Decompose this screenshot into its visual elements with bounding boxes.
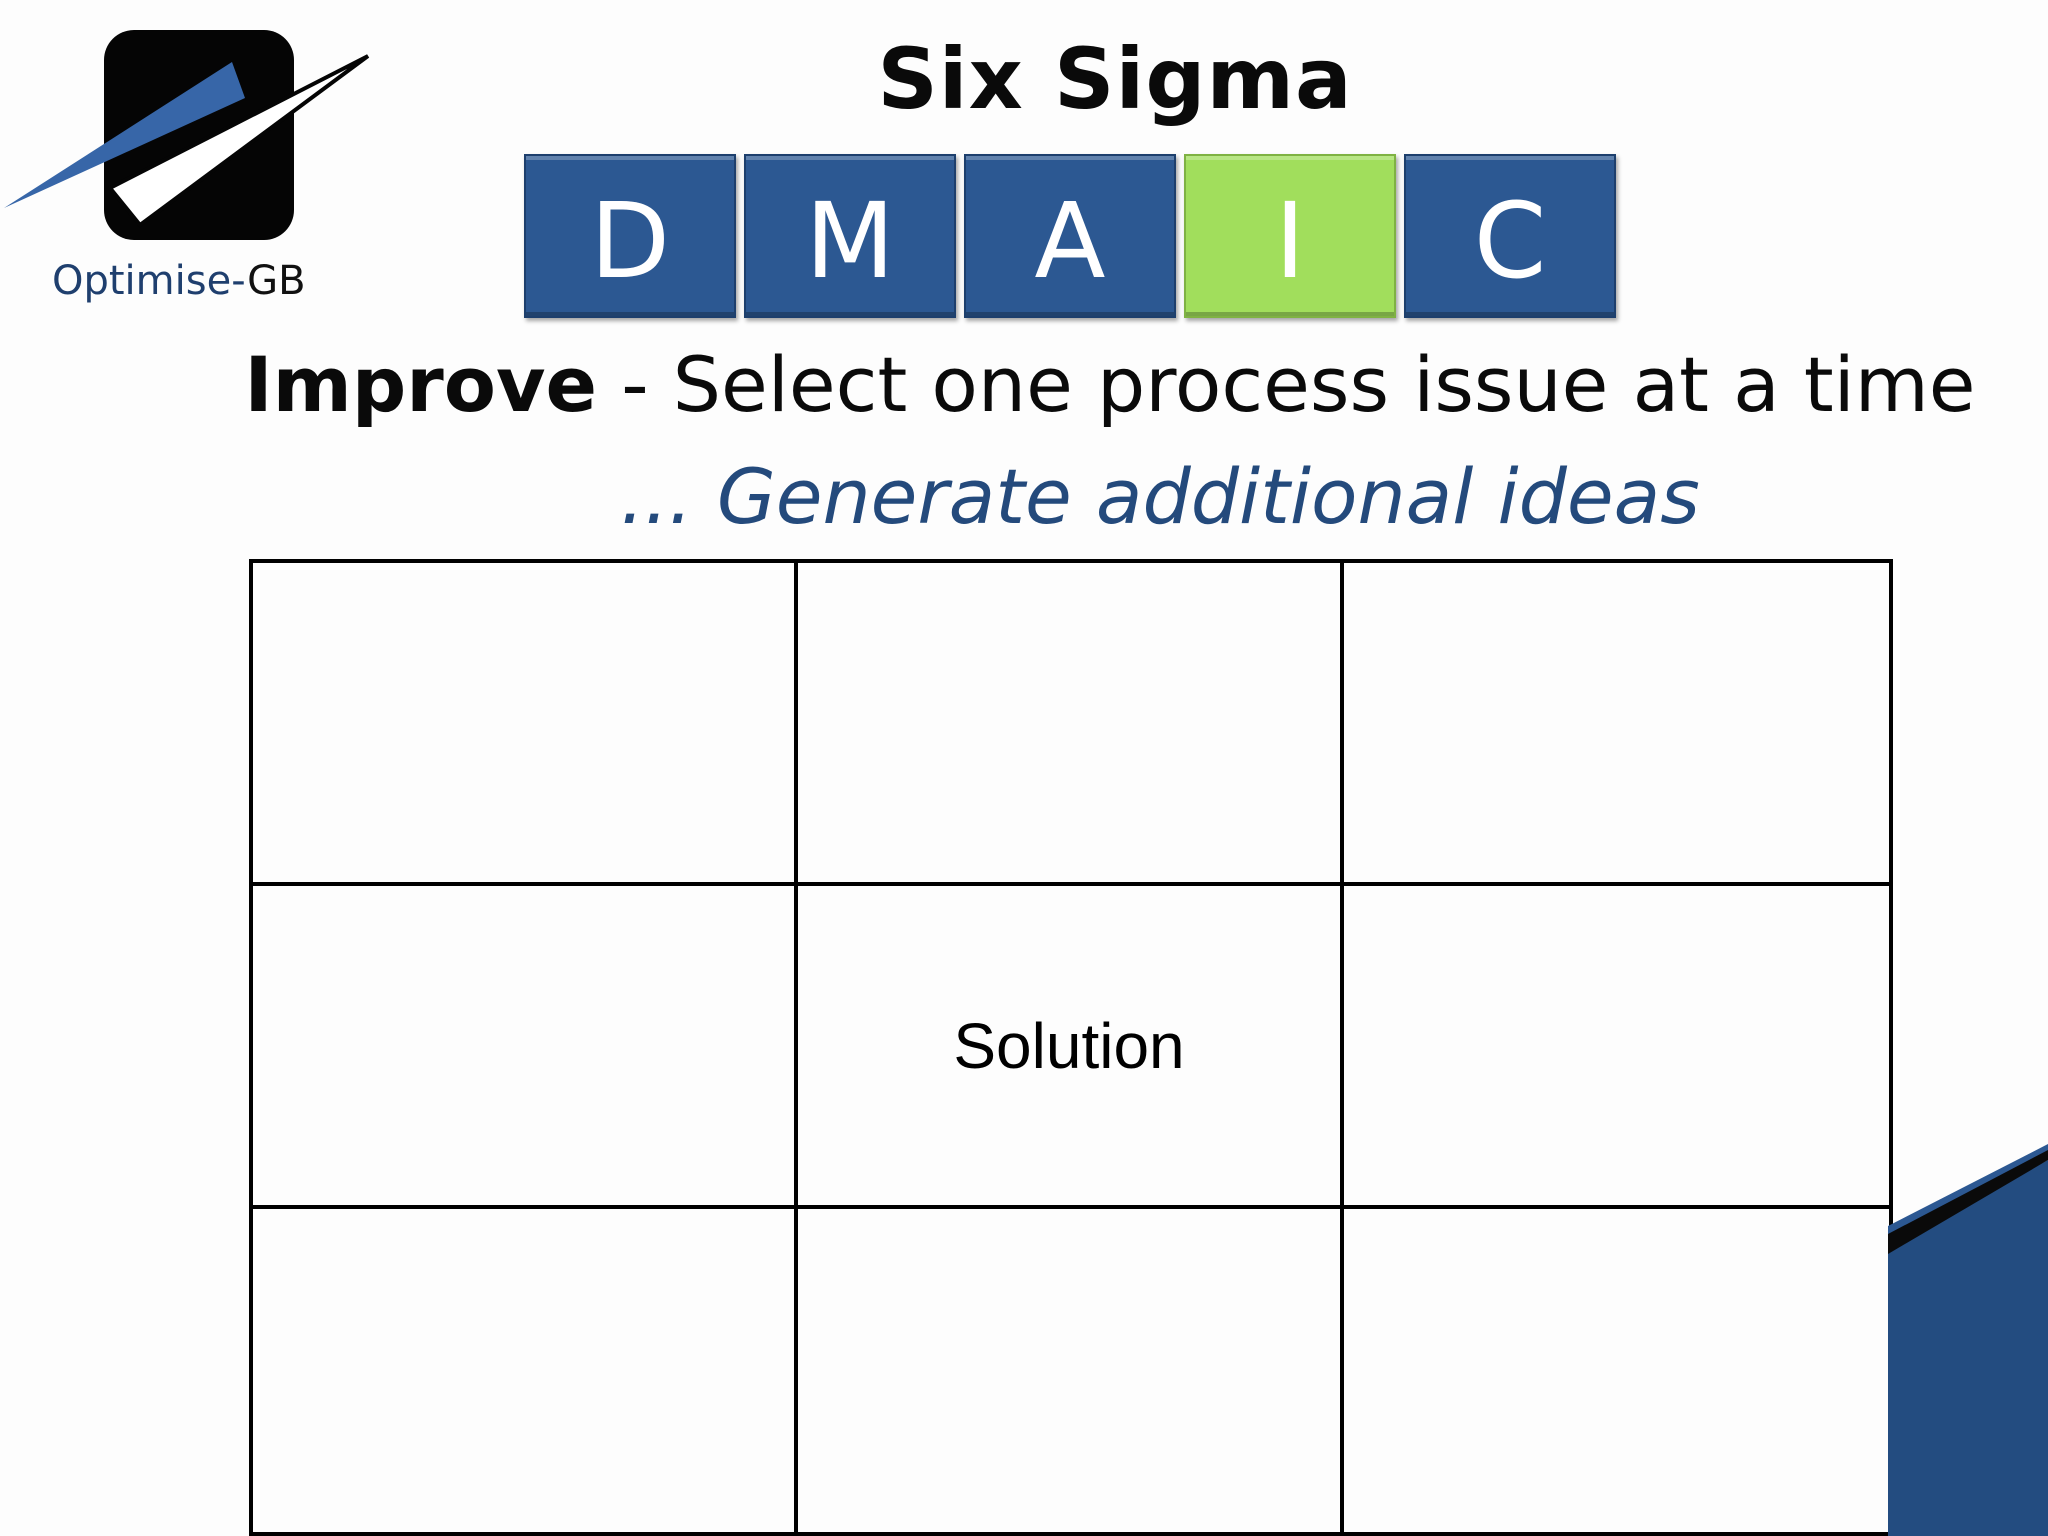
grid-cell: [1343, 886, 1889, 1209]
idea-grid: Solution: [249, 559, 1893, 1536]
dmaic-bar: D M A I C: [524, 154, 1616, 318]
grid-cell: [253, 886, 799, 1209]
grid-cell: [798, 563, 1344, 886]
logo-name-prefix: Optimise-: [52, 258, 248, 304]
grid-cell: [253, 1209, 799, 1532]
grid-cell: [798, 1209, 1344, 1532]
grid-cell: [253, 563, 799, 886]
grid-cell: [1344, 1209, 1889, 1532]
grid-cell: [1343, 563, 1889, 886]
phase-improve: I: [1184, 154, 1396, 318]
checkmark-logo-icon: [4, 30, 370, 240]
section-heading-bold: Improve: [244, 340, 598, 429]
section-subheading: ... Generate additional ideas: [620, 452, 1700, 541]
corner-decoration-icon: [1888, 1144, 2048, 1536]
phase-define: D: [524, 154, 736, 318]
phase-measure: M: [744, 154, 956, 318]
page-title: Six Sigma: [877, 30, 1353, 128]
optimise-gb-logo: Optimise-GB: [0, 20, 380, 320]
section-heading-rest: - Select one process issue at a time: [597, 340, 1976, 429]
phase-analyze: A: [964, 154, 1176, 318]
section-heading: Improve - Select one process issue at a …: [0, 340, 2048, 429]
phase-control: C: [1404, 154, 1616, 318]
logo-text: Optimise-GB: [52, 258, 306, 304]
grid-cell-solution: Solution: [798, 886, 1344, 1209]
logo-name-suffix: GB: [247, 258, 306, 304]
